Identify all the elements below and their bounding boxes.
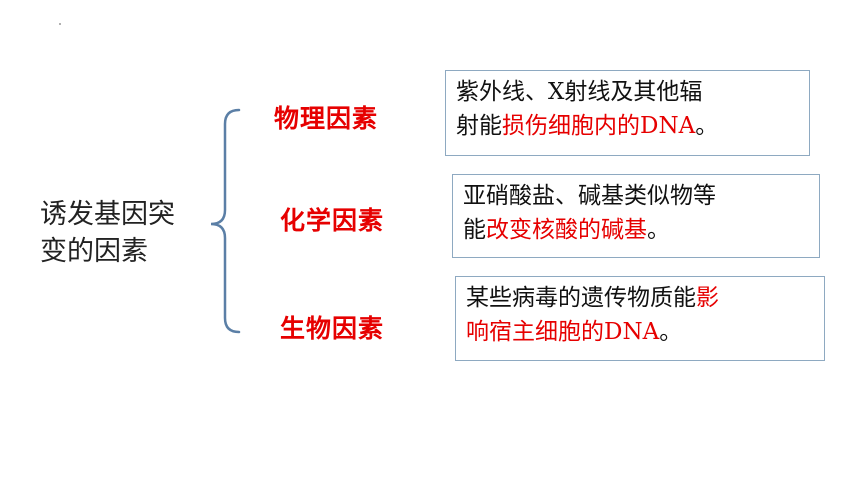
desc-chemical-line-2: 能改变核酸的碱基。 [463,217,670,243]
brace-connector [210,108,241,334]
desc-biological-line-2: 响宿主细胞的DNA。 [466,319,683,345]
desc-physical-line-1: 紫外线、X射线及其他辐 [456,79,703,105]
desc-physical-line-2: 射能损伤细胞内的DNA。 [456,113,719,139]
category-biological: 生物因素 [280,314,385,343]
desc-biological-line-1: 某些病毒的遗传物质能影 [466,285,719,311]
decorative-dot [59,23,61,25]
desc-box-biological: 某些病毒的遗传物质能影 响宿主细胞的DNA。 [455,276,825,361]
category-chemical: 化学因素 [280,206,385,235]
desc-box-chemical: 亚硝酸盐、碱基类似物等 能改变核酸的碱基。 [452,174,820,258]
category-physical: 物理因素 [274,104,379,133]
main-topic-label: 诱发基因突 变的因素 [40,196,220,270]
main-topic-line-2: 变的因素 [40,236,148,267]
desc-box-physical: 紫外线、X射线及其他辐 射能损伤细胞内的DNA。 [445,70,810,156]
desc-chemical-line-1: 亚硝酸盐、碱基类似物等 [463,183,716,209]
main-topic-line-1: 诱发基因突 [40,199,175,230]
